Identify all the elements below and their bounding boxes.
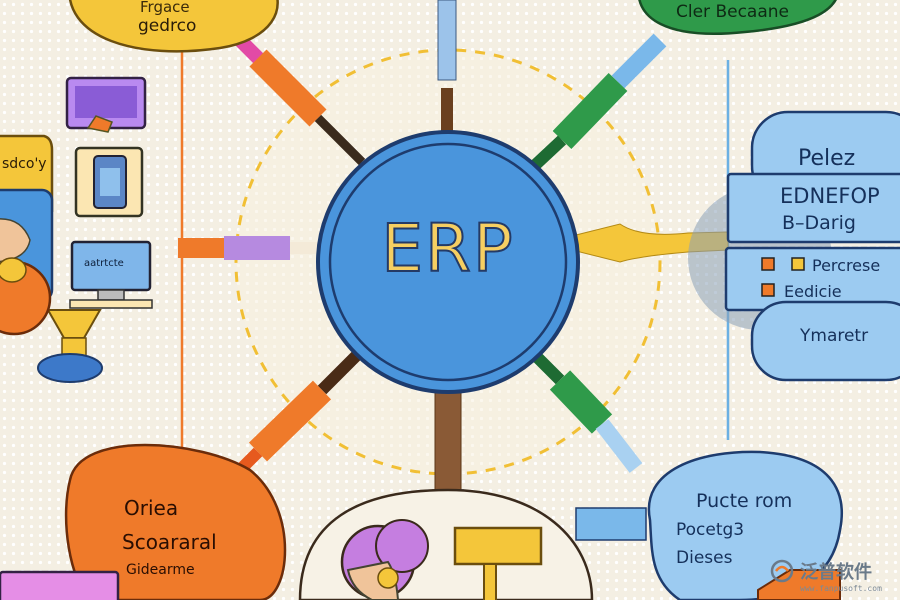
node-right-panel xyxy=(688,110,900,382)
right-card-title: Pelez xyxy=(798,146,856,171)
top-left-line-3: gedrco xyxy=(138,16,197,36)
brand-logo-icon xyxy=(770,559,794,583)
bottom-left-line-2: Scoararal xyxy=(122,530,217,554)
right-card-item-2: Eedicie xyxy=(784,282,842,301)
right-card-line-1: EDNEFOP xyxy=(780,184,880,208)
node-bottom-left xyxy=(0,443,287,600)
watermark-text: 泛普软件 xyxy=(800,562,872,583)
node-bottom-right xyxy=(575,450,844,600)
node-top-left-bubble xyxy=(69,0,279,53)
connector-top xyxy=(437,0,457,140)
right-card-item-1: Percrese xyxy=(812,256,881,275)
hub-outer-ring xyxy=(316,130,580,394)
left-card-label: sdco'y xyxy=(2,156,47,172)
connector-top-right xyxy=(527,33,667,173)
bottom-left-line-1: Oriea xyxy=(124,496,179,520)
bottom-right-line-1: Pucte rom xyxy=(696,490,793,512)
watermark-logo: 泛普软件 xyxy=(770,556,895,586)
laptop-screen-label: aatrtcte xyxy=(84,258,124,269)
right-card-line-2: B–Darig xyxy=(782,212,856,234)
node-left-devices xyxy=(37,76,153,383)
node-top-right-bubble xyxy=(638,0,837,35)
bottom-left-line-3: Gidearme xyxy=(126,562,195,578)
node-bottom-center xyxy=(298,488,594,600)
top-right-label: Cler Becaane xyxy=(676,2,789,22)
top-left-line-2: Frgace xyxy=(140,0,190,16)
node-left-edge-card xyxy=(0,134,54,336)
bottom-right-line-2: Pocetg3 xyxy=(676,520,745,540)
hub-inner-ring xyxy=(328,142,568,382)
watermark-url: www.fanpusoft.com xyxy=(800,584,882,593)
right-card-footer: Ymaretr xyxy=(800,326,869,346)
hub-label: ERP xyxy=(380,209,515,288)
top-left-line-1: °°°°°°°° xyxy=(130,0,186,10)
bottom-right-line-3: Dieses xyxy=(676,548,733,568)
